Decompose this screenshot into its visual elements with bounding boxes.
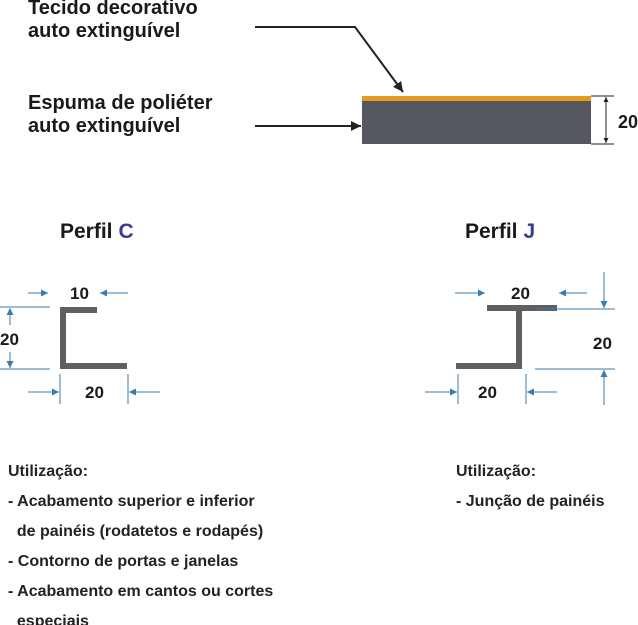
profile-j-dimensions	[425, 272, 615, 405]
profile-j-title-text: Perfil	[465, 220, 518, 243]
foam-layer	[362, 101, 591, 144]
fabric-label: Tecido decorativo auto extinguível	[28, 0, 198, 43]
usage-item: de painéis (rodatetos e rodapés)	[8, 523, 264, 540]
profile-c-dimensions	[0, 289, 160, 404]
fabric-layer	[362, 96, 591, 101]
profile-c-bottom-dim: 20	[85, 383, 104, 402]
usage-item: - Acabamento em cantos ou cortes	[8, 583, 274, 600]
thickness-label: 20	[618, 112, 638, 132]
profile-j-height-dim: 20	[593, 334, 612, 353]
foam-label-line2: auto extinguível	[28, 115, 181, 137]
usage-item: - Acabamento superior e inferior	[8, 493, 255, 510]
profile-j-bottom-dim: 20	[478, 383, 497, 402]
fabric-leader-arrow	[255, 26, 404, 93]
usage-item: - Contorno de portas e janelas	[8, 553, 239, 570]
profile-c-shape	[60, 307, 127, 369]
profile-c-letter: C	[118, 220, 134, 243]
profile-j-usage: Utilização: - Junção de painéis	[456, 457, 604, 517]
profile-j-shape	[456, 305, 557, 369]
profile-c-top-dim: 10	[70, 284, 89, 303]
foam-label-line1: Espuma de poliéter	[28, 92, 213, 114]
fabric-label-line1: Tecido decorativo	[28, 0, 198, 19]
profile-c-height-dim: 20	[0, 330, 19, 349]
thickness-dimension	[591, 95, 614, 145]
usage-item: especiais	[8, 613, 89, 625]
profile-c-usage: Utilização: - Acabamento superior e infe…	[8, 457, 273, 625]
profile-j-top-dim: 20	[511, 284, 530, 303]
foam-label: Espuma de poliéter auto extinguível	[28, 92, 213, 138]
usage-title: Utilização:	[8, 463, 89, 480]
profile-j-letter: J	[523, 220, 536, 243]
usage-item: - Junção de painéis	[456, 493, 605, 510]
fabric-label-line2: auto extinguível	[28, 20, 181, 42]
usage-title: Utilização:	[456, 463, 537, 480]
profile-c-title-text: Perfil	[60, 220, 113, 243]
